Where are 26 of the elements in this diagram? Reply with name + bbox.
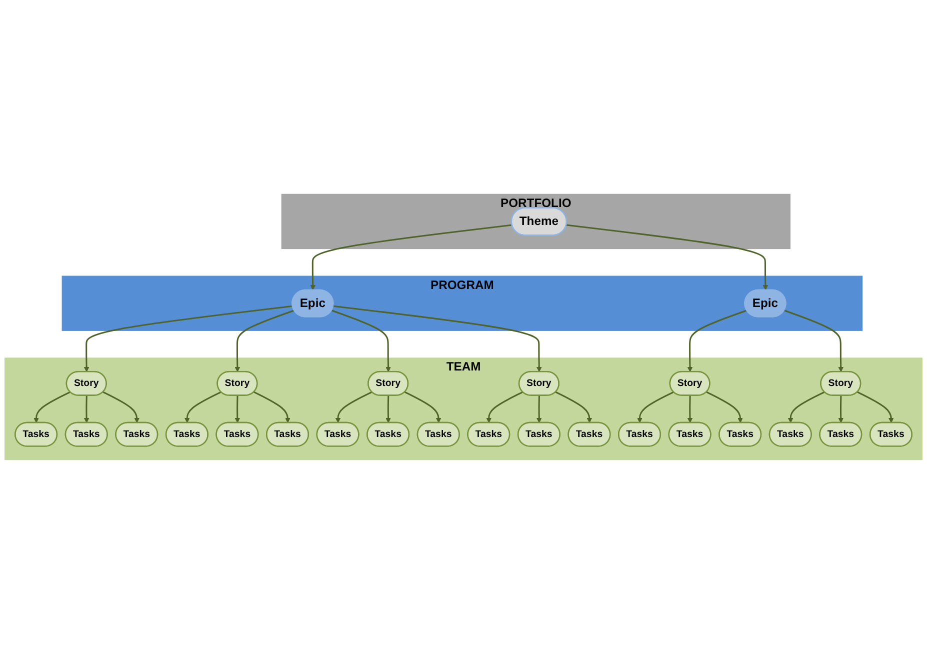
arrow: [637, 391, 674, 424]
arrow: [838, 396, 844, 424]
arrow: [34, 391, 71, 424]
arrow: [332, 310, 391, 372]
arrow: [234, 310, 294, 372]
arrow: [184, 391, 222, 424]
arrow: [788, 391, 825, 424]
arrow: [555, 391, 592, 424]
arrow: [784, 310, 844, 372]
arrow: [84, 305, 292, 372]
arrow: [687, 310, 747, 372]
arrow: [486, 391, 524, 424]
arrow: [386, 396, 391, 424]
arrow: [687, 396, 693, 424]
arrow: [536, 396, 542, 424]
arrow: [234, 396, 240, 424]
arrow: [857, 391, 894, 424]
arrow: [84, 396, 90, 424]
arrow: [335, 391, 372, 424]
arrow: [404, 391, 442, 424]
arrow: [706, 391, 743, 424]
arrow: [254, 391, 290, 424]
arrow: [310, 224, 512, 290]
arrow: [102, 391, 140, 424]
arrow: [566, 224, 768, 290]
arrow: [333, 305, 542, 372]
